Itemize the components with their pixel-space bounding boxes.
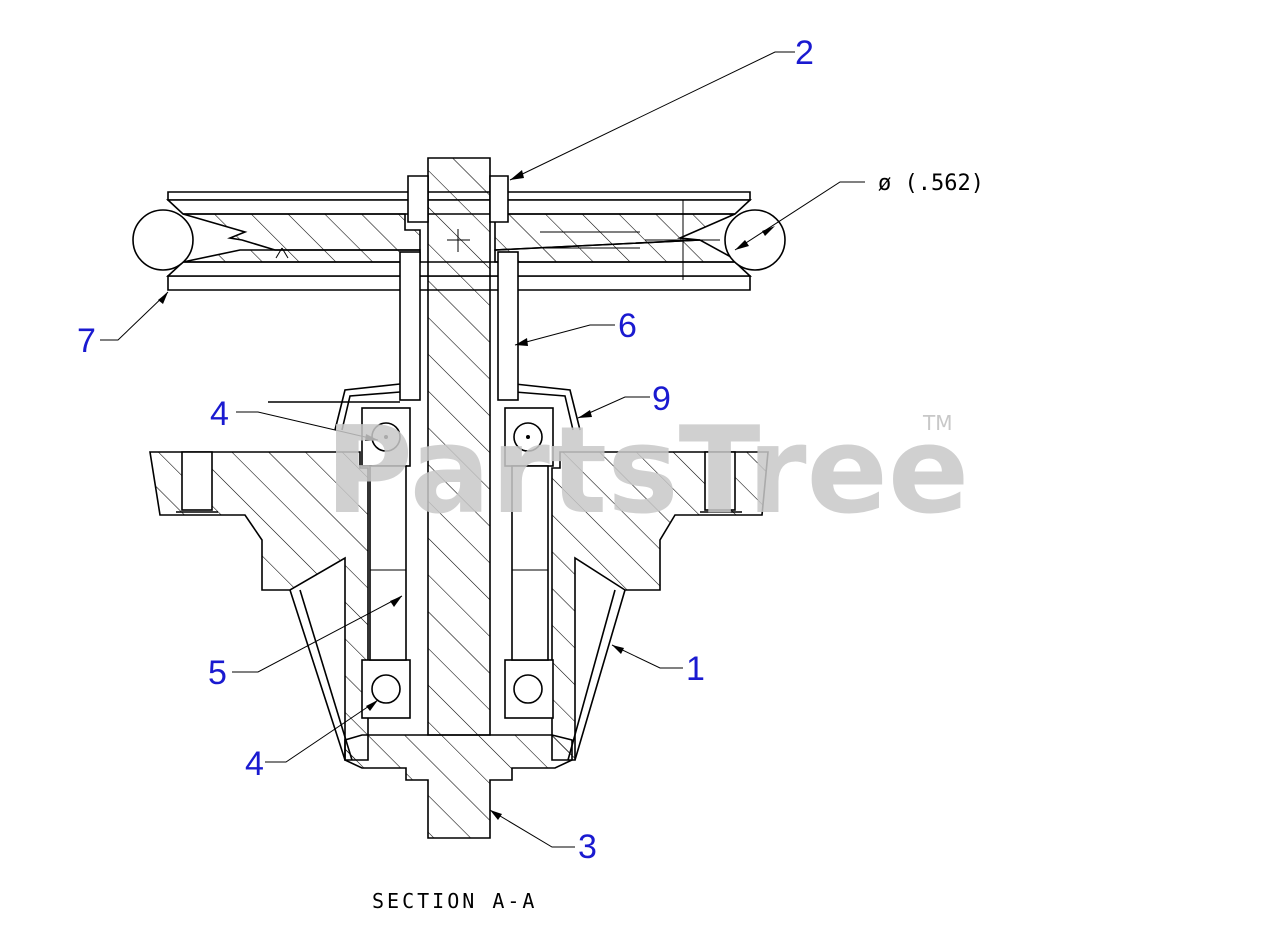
callout-2: 2 (795, 34, 814, 72)
callout-3: 3 (578, 828, 597, 866)
spindle-shaft (344, 157, 573, 839)
callout-7: 7 (77, 322, 96, 360)
callout-4-lower: 4 (245, 745, 264, 783)
diameter-dimension: ø (.562) (878, 171, 984, 196)
lower-bearing-right (504, 659, 554, 719)
leader-lines (100, 51, 865, 848)
callout-1: 1 (686, 650, 705, 688)
bearing-shield (268, 383, 581, 431)
callout-5: 5 (208, 654, 227, 692)
watermark-text: PartsTree (325, 402, 969, 541)
pulley-nut (407, 175, 509, 223)
section-label: SECTION A-A (372, 889, 537, 913)
spindle-housing (149, 451, 769, 761)
belt-left (132, 209, 194, 271)
belt-right (724, 209, 786, 271)
watermark-tm: TM (922, 411, 952, 435)
callout-4-upper: 4 (210, 395, 229, 433)
callout-9: 9 (652, 380, 671, 418)
callout-6: 6 (618, 307, 637, 345)
bearing-spacer (369, 465, 549, 661)
